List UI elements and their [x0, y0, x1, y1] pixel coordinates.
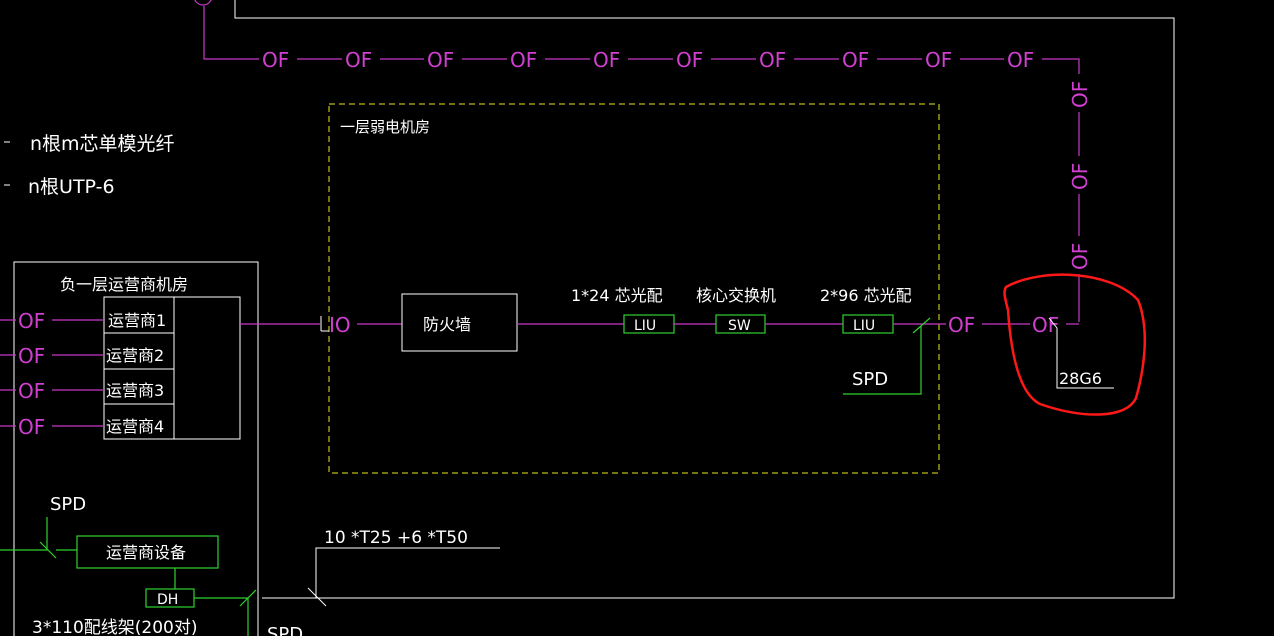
dh-label: DH [157, 592, 178, 608]
carrier-of-3: OF [18, 379, 45, 403]
top-of-mask [259, 47, 297, 71]
top-of-label: OF [345, 48, 372, 72]
spd-label-left: SPD [50, 494, 86, 515]
top-of-label: OF [427, 48, 454, 72]
top-of-labels: OF OF OF OF OF OF OF OF OF OF OF OF OF [259, 47, 1092, 274]
carrier-label-4: 运营商4 [106, 417, 164, 436]
spd-left-lead [0, 517, 48, 551]
carrier-table [103, 296, 241, 440]
top-of-label: OF [262, 48, 289, 72]
conduit-leader [315, 547, 500, 598]
liu1-caption: 1*24 芯光配 [571, 286, 663, 305]
carrier-equipment-label: 运营商设备 [106, 543, 186, 562]
top-of-label: OF [1007, 48, 1034, 72]
carrier-of-mask-2 [16, 343, 52, 367]
conduit-label: 10 *T25 +6 *T50 [324, 528, 468, 548]
firewall-box [401, 293, 518, 352]
top-of-mask [424, 47, 462, 71]
weak-room-boundary [328, 103, 940, 474]
top-of-label: OF [676, 48, 703, 72]
liu2-label: LIU [853, 318, 875, 334]
carrier-label-1: 运营商1 [108, 311, 166, 330]
top-of-label: OF [593, 48, 620, 72]
top-node [194, 0, 212, 6]
vert-of-label: OF [1068, 243, 1092, 270]
top-of-mask [922, 47, 960, 71]
carrier-of-mask-4 [16, 414, 52, 438]
top-of-mask [1004, 47, 1042, 71]
carrier-equipment-box [76, 535, 219, 569]
spd-tick [912, 317, 931, 334]
vert-of-mask [1068, 74, 1092, 112]
top-of-label: OF [925, 48, 952, 72]
bottom-spd-tick [239, 589, 257, 607]
patch-frame-label: 3*110配线架(200对) [32, 618, 197, 636]
io-label: IO [329, 313, 351, 337]
liu2-caption: 2*96 芯光配 [820, 286, 912, 305]
spd-lead [843, 326, 922, 395]
markup-circle [1003, 273, 1146, 416]
main-of-1: OF [948, 313, 975, 337]
cable-tag-label: 28G6 [1059, 369, 1102, 388]
liu1-label: LIU [634, 318, 656, 334]
legend-utp-label: n根UTP-6 [28, 176, 115, 198]
carrier-of-2: OF [18, 344, 45, 368]
basement-room-title: 负一层运营商机房 [60, 275, 188, 294]
top-of-mask [756, 47, 794, 71]
top-of-mask [507, 47, 545, 71]
top-of-mask [590, 47, 628, 71]
vert-of-mask [1068, 236, 1092, 274]
top-of-label: OF [759, 48, 786, 72]
top-of-mask [839, 47, 877, 71]
spd-label-right: SPD [852, 369, 888, 390]
top-of-mask [673, 47, 711, 71]
spd-left-tick [39, 541, 57, 559]
top-of-mask [342, 47, 380, 71]
basement-room [13, 261, 259, 636]
carrier-of-4: OF [18, 415, 45, 439]
cable-tag-leader [1048, 317, 1114, 389]
firewall-label: 防火墙 [423, 315, 471, 334]
spd-label-bottom: SPD [267, 624, 303, 636]
vert-of-label: OF [1068, 81, 1092, 108]
vert-of-mask [1068, 156, 1092, 194]
sw-caption: 核心交换机 [696, 286, 776, 305]
carrier-of-mask-1 [16, 308, 52, 332]
carrier-label-2: 运营商2 [106, 346, 164, 365]
carrier-label-3: 运营商3 [106, 381, 164, 400]
legend-fiber-label: n根m芯单模光纤 [30, 133, 175, 155]
conduit-tick [307, 587, 327, 607]
sw-label: SW [728, 318, 751, 334]
outer-loop-line [234, 0, 1175, 599]
weak-room-title: 一层弱电机房 [340, 118, 430, 136]
top-of-label: OF [510, 48, 537, 72]
top-of-label: OF [842, 48, 869, 72]
carrier-of-1: OF [18, 309, 45, 333]
carrier-of-mask-3 [16, 378, 52, 402]
vert-of-label: OF [1068, 163, 1092, 190]
